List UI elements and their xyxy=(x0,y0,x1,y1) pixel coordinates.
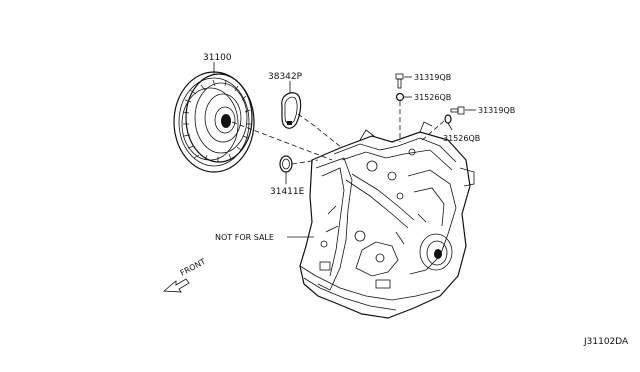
not-for-sale-label: NOT FOR SALE xyxy=(215,233,274,242)
o-ring[interactable] xyxy=(279,155,293,173)
torque-converter[interactable] xyxy=(173,71,255,173)
label-washer-right: 31526QB xyxy=(443,134,480,143)
diagram-id: J31102DA xyxy=(583,337,629,347)
label-washer-upper: 31526QB xyxy=(414,93,451,102)
label-oring: 31411E xyxy=(270,187,305,197)
gasket-seal[interactable] xyxy=(281,92,302,129)
washer-upper[interactable] xyxy=(395,92,405,102)
label-gasket: 38342P xyxy=(268,72,303,82)
washer-right[interactable] xyxy=(444,114,452,124)
bolt-right[interactable] xyxy=(450,106,465,115)
front-arrow-icon xyxy=(162,278,190,293)
front-label: FRONT xyxy=(179,257,207,278)
label-bolt-upper: 31319QB xyxy=(414,73,451,82)
transmission-assembly[interactable] xyxy=(299,121,475,319)
label-bolt-right: 31319QB xyxy=(478,106,515,115)
bolt-upper[interactable] xyxy=(395,73,404,89)
label-torque-converter: 31100 xyxy=(203,53,232,63)
